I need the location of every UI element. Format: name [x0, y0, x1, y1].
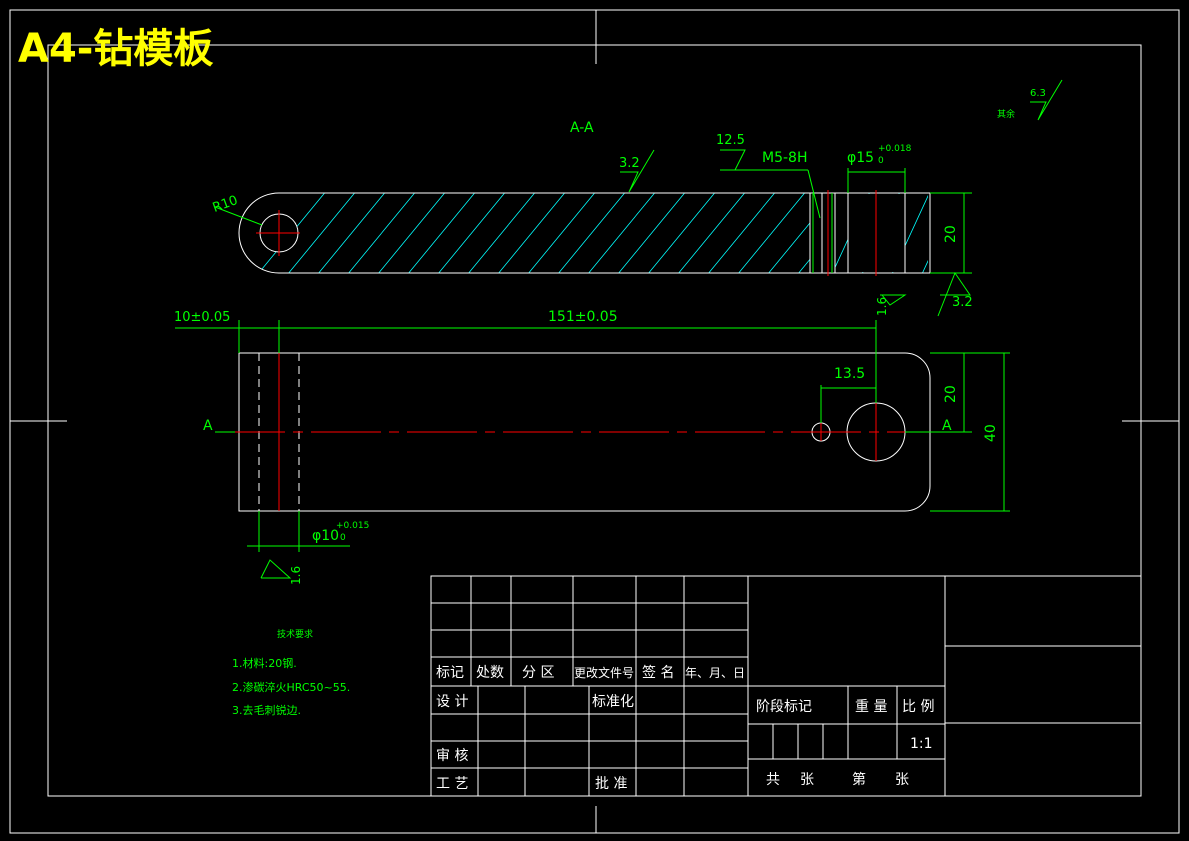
- roughness-top-right: 6.3: [1030, 88, 1046, 99]
- title-block-labels: 标记 处数 分 区 更改文件号 签 名 年、月、日 设 计 标准化 阶段标记 重…: [436, 664, 934, 792]
- roughness-hatch: 3.2: [619, 156, 640, 171]
- tb-sheet-no: 第: [852, 771, 866, 788]
- roughness-plan-hole: 1.6: [289, 566, 303, 585]
- section-mark-right: A: [942, 418, 952, 434]
- tb-sheets-total: 共: [766, 772, 780, 788]
- dim-hole-tol-lower: 0: [340, 533, 346, 543]
- tb-change-doc: 更改文件号: [574, 665, 634, 680]
- tb-approve: 批 准: [595, 776, 627, 792]
- dim-small-hole-offset: 13.5: [834, 366, 865, 382]
- dim-hole-tol-upper: +0.015: [336, 521, 369, 531]
- roughness-note: 其余: [997, 108, 1015, 120]
- dim-thickness: 20: [943, 225, 959, 243]
- dim-half-width: 20: [943, 385, 959, 403]
- roughness-bore: 1.6: [875, 297, 889, 316]
- section-label: A-A: [570, 120, 594, 136]
- dim-left-offset: 10±0.05: [174, 310, 230, 325]
- dim-bore-tol-lower: 0: [878, 156, 884, 166]
- tb-count: 处数: [476, 665, 504, 681]
- dim-width: 40: [983, 424, 999, 442]
- tb-review: 审 核: [436, 748, 468, 764]
- drawing-title: A4-钻模板: [18, 26, 213, 72]
- tb-signature: 签 名: [642, 664, 674, 681]
- tb-standardize: 标准化: [592, 694, 634, 710]
- centering-marks: [10, 10, 1179, 833]
- tech-req-heading: 技术要求: [277, 628, 313, 640]
- dim-bore-tol-upper: +0.018: [878, 144, 912, 154]
- tb-sheets-unit2: 张: [895, 772, 909, 788]
- dim-bore-dia: φ15: [847, 150, 874, 166]
- tech-req-line-2: 2.渗碳淬火HRC50~55.: [232, 680, 350, 694]
- tech-req-line-1: 1.材料:20钢.: [232, 656, 297, 670]
- tb-scale-value: 1:1: [910, 736, 933, 752]
- tb-mark: 标记: [436, 665, 464, 681]
- tb-weight: 重 量: [855, 699, 887, 715]
- dim-radius: R10: [211, 193, 240, 216]
- dim-hole-dia: φ10: [312, 528, 339, 544]
- tb-zone: 分 区: [522, 665, 554, 681]
- dim-length: 151±0.05: [548, 309, 618, 325]
- roughness-thread: 12.5: [716, 133, 745, 148]
- tb-sheets-unit1: 张: [800, 772, 814, 788]
- tb-scale: 比 例: [902, 699, 934, 715]
- tech-req-line-3: 3.去毛刺锐边.: [232, 703, 301, 717]
- tb-design: 设 计: [436, 694, 468, 710]
- tb-stage-mark: 阶段标记: [756, 699, 812, 715]
- dim-thread: M5-8H: [762, 150, 807, 166]
- section-view: [214, 168, 972, 276]
- roughness-symbols: [260, 79, 1063, 579]
- plan-view: [175, 320, 1010, 552]
- tb-date: 年、月、日: [685, 666, 745, 680]
- section-mark-left: A: [203, 418, 213, 434]
- tb-process: 工 艺: [436, 776, 468, 792]
- roughness-right: 3.2: [952, 295, 973, 310]
- title-block: [430, 575, 1142, 797]
